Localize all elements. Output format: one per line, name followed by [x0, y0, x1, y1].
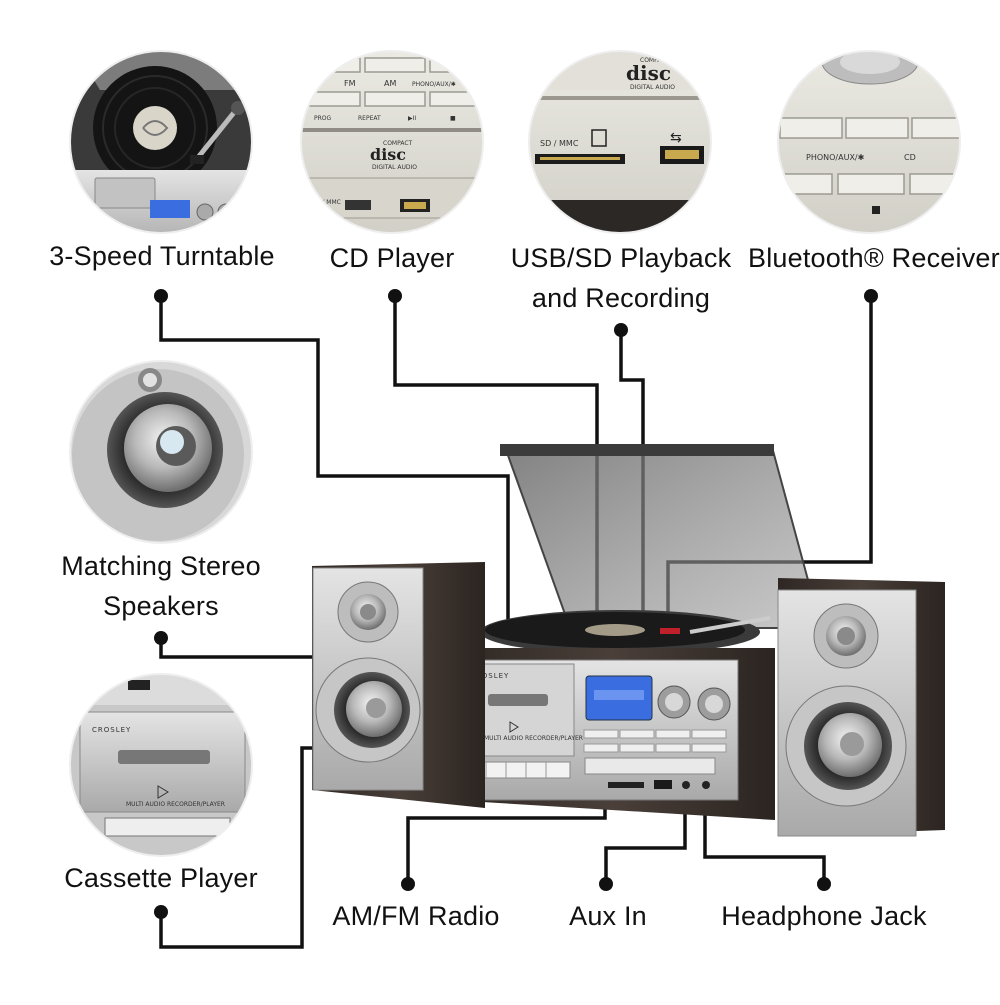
cassette-recorder-label: MULTI AUDIO RECORDER/PLAYER — [126, 801, 225, 808]
dot-bluetooth — [864, 289, 878, 303]
turntable-closeup — [70, 51, 252, 233]
sd-mmc-marking-2: SD / MMC — [312, 199, 341, 206]
disc-logo: disc — [370, 145, 406, 164]
callout-line-aux-in — [604, 792, 687, 884]
label-radio: AM/FM Radio — [332, 901, 500, 931]
cd-closeup-ring — [300, 50, 484, 234]
main-cassette-label: MULTI AUDIO RECORDER/PLAYER — [484, 735, 583, 742]
dot-usb-sd — [614, 323, 628, 337]
right-speaker — [777, 578, 945, 837]
left-speaker — [312, 562, 485, 808]
speaker-closeup — [70, 361, 252, 543]
main-brand: CROSLEY — [470, 672, 509, 680]
digital-audio-marking-2: DIGITAL AUDIO — [630, 84, 675, 91]
label-speakers: Matching Stereo Speakers — [61, 551, 261, 621]
bluetooth-closeup: PHONO/AUX/✱ CD — [778, 51, 960, 233]
label-usb-sd: USB/SD Playback and Recording — [510, 243, 732, 313]
prog-marking: PROG — [314, 115, 332, 122]
turntable-closeup-ring — [69, 50, 253, 234]
stop-marking: ■ — [450, 115, 456, 122]
dot-cd-player — [388, 289, 402, 303]
phono-aux-bt-marking: PHONO/AUX/✱ — [806, 153, 865, 162]
dot-headphone — [817, 877, 831, 891]
usb-closeup-ring — [528, 50, 712, 234]
dot-cassette — [154, 905, 168, 919]
cassette-closeup-ring — [69, 673, 253, 857]
dot-turntable — [154, 289, 168, 303]
fm-marking: FM — [344, 79, 356, 88]
dot-radio — [401, 877, 415, 891]
dot-aux-in — [599, 877, 613, 891]
cd-marking: CD — [904, 153, 916, 162]
repeat-marking: REPEAT — [358, 115, 381, 122]
callout-line-turntable — [159, 296, 510, 630]
phono-aux-marking: PHONO/AUX/✱ — [412, 81, 456, 88]
usb-sd-closeup: COMPACT disc DIGITAL AUDIO SD / MMC ⇆ — [529, 51, 711, 233]
label-aux-in: Aux In — [569, 901, 647, 931]
label-cassette: Cassette Player — [64, 863, 258, 893]
sd-mmc-marking: SD / MMC — [540, 139, 579, 148]
play-pause-marking: ▶II — [408, 115, 416, 122]
label-cd-player: CD Player — [329, 243, 455, 273]
cassette-closeup: CROSLEY MULTI AUDIO RECORDER/PLAYER — [70, 674, 252, 856]
cassette-brand: CROSLEY — [92, 726, 131, 734]
compact-marking: COMPACT — [383, 140, 413, 147]
dust-cover-lid — [503, 446, 810, 629]
speaker-closeup-ring — [69, 360, 253, 544]
disc-logo-2: disc — [626, 61, 671, 85]
usb-symbol: ⇆ — [670, 129, 682, 145]
bt-closeup-ring — [777, 50, 961, 234]
label-headphone: Headphone Jack — [721, 901, 927, 931]
am-marking: AM — [384, 79, 396, 88]
dot-speakers — [154, 631, 168, 645]
compact-marking-2: COMPACT — [640, 57, 670, 64]
callout-dots — [154, 289, 878, 919]
stereo-system-photo: CROSLEY MULTI AUDIO RECORDER/PLAYER — [312, 444, 945, 837]
label-bluetooth: Bluetooth® Receiver — [748, 243, 1000, 273]
callout-line-headphone — [703, 792, 826, 884]
digital-audio-marking: DIGITAL AUDIO — [372, 164, 417, 171]
cd-player-closeup: FM AM PHONO/AUX/✱ PROG REPEAT ▶II ■ COMP… — [301, 51, 483, 233]
label-turntable: 3-Speed Turntable — [49, 241, 275, 271]
